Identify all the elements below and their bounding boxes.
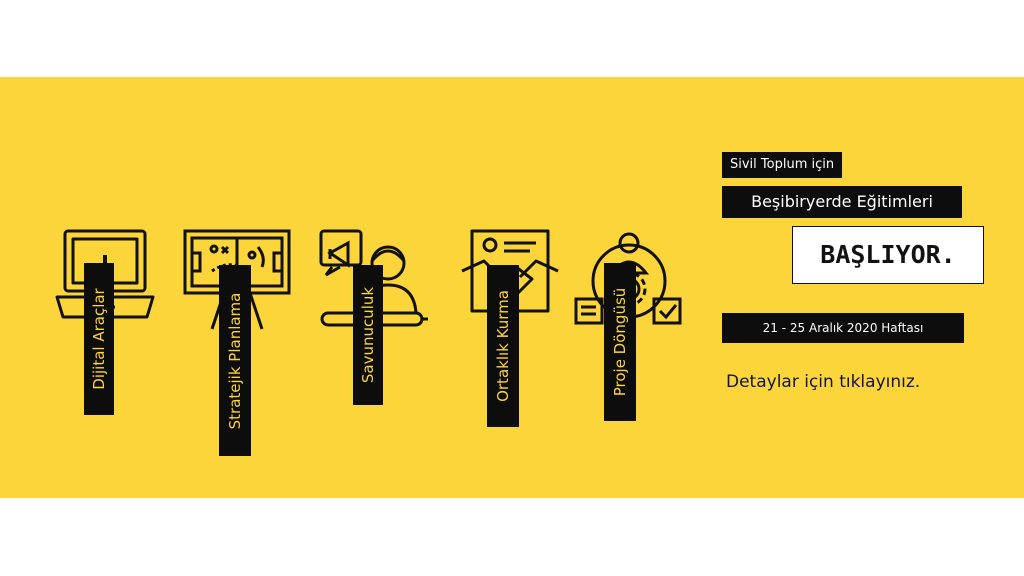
course-label-stratejik-planlama[interactable]: Stratejik Planlama bbox=[219, 265, 251, 456]
headline-box: BAŞLIYOR. bbox=[792, 226, 984, 284]
course-label-ortaklik-kurma[interactable]: Ortaklık Kurma bbox=[487, 265, 519, 427]
subtitle-tag: Sivil Toplum için bbox=[722, 152, 843, 178]
banner[interactable]: Dijital Araçlar Stratejik Planlama Savun… bbox=[0, 77, 1024, 498]
course-label-proje-dongusu[interactable]: Proje Döngüsü bbox=[604, 263, 636, 421]
course-label-savunuculuk[interactable]: Savunuculuk bbox=[353, 265, 383, 405]
title-tag: Beşibiryerde Eğitimleri bbox=[722, 186, 962, 218]
details-link[interactable]: Detaylar için tıklayınız. bbox=[726, 372, 921, 392]
dates-tag: 21 - 25 Aralık 2020 Haftası bbox=[722, 313, 964, 343]
course-label-dijital-araclar[interactable]: Dijital Araçlar bbox=[84, 263, 114, 415]
